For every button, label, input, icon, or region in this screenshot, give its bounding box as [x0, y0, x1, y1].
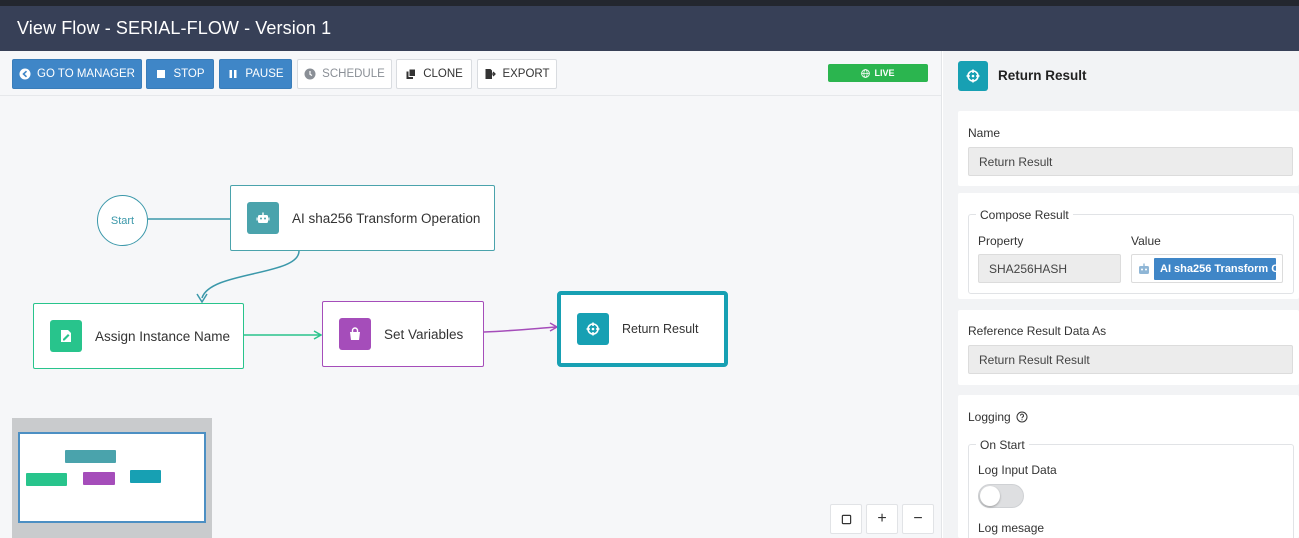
- toggle-knob: [980, 486, 1000, 506]
- edge-setvars-to-return: [483, 326, 557, 333]
- app-header: View Flow - SERIAL-FLOW - Version 1: [0, 6, 1299, 51]
- property-column-label: Property: [978, 234, 1024, 248]
- page-title: View Flow - SERIAL-FLOW - Version 1: [17, 18, 332, 38]
- edit-document-icon: [50, 320, 82, 352]
- flow-node-label: AI sha256 Transform Operation: [292, 210, 481, 226]
- name-label: Name: [968, 126, 1001, 140]
- pause-label: PAUSE: [245, 68, 284, 80]
- globe-icon: [861, 68, 871, 78]
- on-start-fieldset: [968, 444, 1294, 538]
- zoom-out-button[interactable]: −: [902, 504, 934, 534]
- bag-icon: [339, 318, 371, 350]
- clone-button[interactable]: CLONE: [396, 59, 472, 89]
- robot-icon: [247, 202, 279, 234]
- start-node-label: Start: [110, 214, 135, 227]
- pause-icon: [229, 70, 237, 78]
- on-start-legend: On Start: [976, 438, 1029, 452]
- flow-edges: [148, 218, 559, 340]
- name-card: Name Return Result: [958, 111, 1299, 186]
- crosshair-icon: [577, 313, 609, 345]
- schedule-button[interactable]: SCHEDULE: [297, 59, 392, 89]
- flow-canvas[interactable]: GO TO MANAGER STOP PAUSE SCHEDULE CLONE …: [0, 51, 942, 538]
- logging-label-row: Logging: [968, 410, 1028, 424]
- stop-icon: [157, 70, 166, 78]
- edge-ai-to-assign-arrow: [196, 293, 208, 304]
- toolbar: GO TO MANAGER STOP PAUSE SCHEDULE CLONE …: [0, 51, 941, 96]
- go-to-manager-button[interactable]: GO TO MANAGER: [12, 59, 142, 89]
- clone-label: CLONE: [423, 68, 463, 80]
- reference-result-card: Reference Result Data As Return Result R…: [958, 310, 1299, 385]
- minimap-node-ai: [65, 450, 116, 463]
- clock-icon: [304, 68, 316, 80]
- value-input[interactable]: AI sha256 Transform Op: [1131, 254, 1283, 283]
- minus-icon: −: [913, 510, 923, 527]
- plus-icon: +: [877, 510, 887, 527]
- start-node[interactable]: Start: [97, 195, 148, 246]
- flow-node-label: Return Result: [622, 322, 699, 336]
- flow-node-set-variables[interactable]: Set Variables: [322, 301, 484, 367]
- schedule-label: SCHEDULE: [322, 68, 385, 80]
- live-status-badge: LIVE: [828, 64, 928, 82]
- logging-label: Logging: [968, 410, 1011, 424]
- reference-result-input[interactable]: Return Result Result: [968, 345, 1293, 374]
- zoom-in-button[interactable]: +: [866, 504, 898, 534]
- log-message-label: Log mesage: [978, 521, 1045, 535]
- copy-icon: [406, 68, 417, 79]
- panel-title: Return Result: [998, 68, 1087, 83]
- minimap-node-assign: [26, 473, 67, 486]
- panel-header: Return Result: [943, 51, 1299, 102]
- stop-label: STOP: [173, 68, 205, 80]
- edge-assign-to-setvars-arrow: [313, 330, 323, 340]
- arrow-left-circle-icon: [19, 68, 31, 80]
- value-column-label: Value: [1131, 234, 1161, 248]
- edge-ai-to-assign: [201, 250, 300, 299]
- reference-result-label: Reference Result Data As: [968, 324, 1107, 338]
- properties-panel: Return Result Name Return Result Compose…: [943, 51, 1299, 538]
- flow-node-ai-transform[interactable]: AI sha256 Transform Operation: [230, 185, 495, 251]
- live-status-label: LIVE: [874, 68, 895, 78]
- robot-icon: [1139, 263, 1149, 274]
- compose-result-legend: Compose Result: [976, 208, 1073, 222]
- go-to-manager-label: GO TO MANAGER: [37, 68, 135, 80]
- export-icon: [485, 69, 497, 79]
- fit-view-button[interactable]: [830, 504, 862, 534]
- flow-node-label: Assign Instance Name: [95, 328, 231, 344]
- name-input[interactable]: Return Result: [968, 147, 1293, 176]
- value-chip[interactable]: AI sha256 Transform Op: [1154, 257, 1276, 280]
- export-label: EXPORT: [502, 68, 550, 80]
- export-button[interactable]: EXPORT: [477, 59, 557, 89]
- stop-button[interactable]: STOP: [146, 59, 214, 89]
- flow-node-assign-instance-name[interactable]: Assign Instance Name: [33, 303, 244, 369]
- minimap-node-return: [130, 470, 161, 483]
- logging-card: Logging On Start Log Input Data Log mesa…: [958, 395, 1299, 538]
- compose-result-fieldset: [968, 214, 1294, 294]
- minimap[interactable]: [12, 418, 212, 538]
- window-top-strip: [0, 0, 1299, 6]
- help-icon[interactable]: [1016, 411, 1028, 423]
- log-input-data-label: Log Input Data: [978, 463, 1057, 477]
- crosshair-icon: [958, 61, 988, 91]
- minimap-viewport[interactable]: [18, 432, 206, 523]
- flow-node-return-result[interactable]: Return Result: [557, 291, 728, 367]
- fit-icon: [841, 514, 851, 524]
- property-input[interactable]: SHA256HASH: [978, 254, 1121, 283]
- log-input-data-toggle[interactable]: [978, 484, 1024, 508]
- flow-node-label: Set Variables: [384, 326, 464, 342]
- minimap-node-setvars: [83, 472, 115, 485]
- pause-button[interactable]: PAUSE: [219, 59, 292, 89]
- compose-result-card: Compose Result Property Value SHA256HASH…: [958, 193, 1299, 299]
